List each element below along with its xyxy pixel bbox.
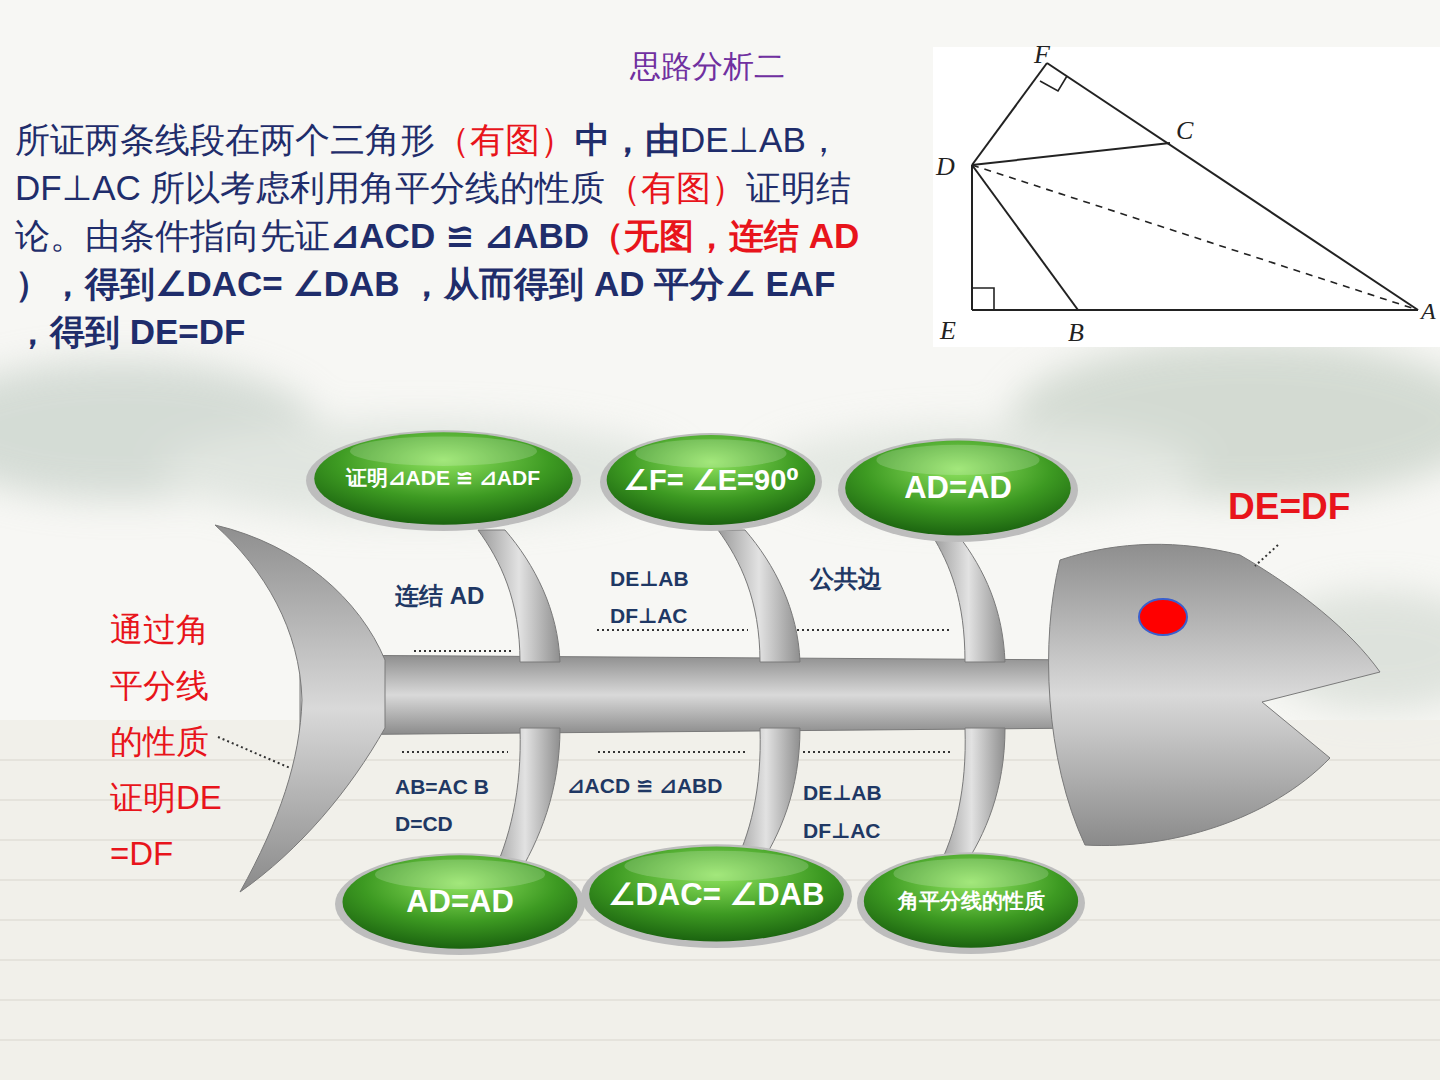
paragraph-segment: （有图） xyxy=(606,168,746,207)
node-text: ∠DAC= ∠DAB xyxy=(608,876,825,913)
ellipse-rim xyxy=(306,430,581,531)
paragraph-segment: 所证两条线段在两个三角形 xyxy=(15,120,435,159)
fish-rib xyxy=(932,535,1005,662)
node-text: 证明⊿ADE ≌ ⊿ADF xyxy=(346,464,540,492)
rule xyxy=(0,1040,1440,1041)
ellipse-fill xyxy=(314,432,573,524)
segment-ea xyxy=(972,309,1418,311)
dotted-rules xyxy=(218,545,1278,768)
node-text: AD=AD xyxy=(904,470,1012,506)
node-text: AD=AD xyxy=(406,884,514,920)
bone-label: DE⊥AB DF⊥AC xyxy=(610,560,705,634)
paragraph-segment: 中，由 xyxy=(575,120,680,159)
point-label: C xyxy=(1176,116,1193,146)
green-ellipse-node: ∠DAC= ∠DAB xyxy=(581,840,852,948)
fish-eye xyxy=(1139,599,1187,635)
green-ellipse-node: 证明⊿ADE ≌ ⊿ADF xyxy=(306,426,581,531)
ellipse-fill xyxy=(343,855,578,948)
paragraph-segment: （无图，连结 AD xyxy=(589,216,859,255)
ellipse-fill xyxy=(607,435,816,525)
figure-lines xyxy=(972,63,1418,310)
ellipse-rim xyxy=(581,844,852,948)
point-label: D xyxy=(936,152,955,182)
node-text-wrap: 角平分线的性质 xyxy=(857,848,1085,954)
segment-db xyxy=(972,165,1078,310)
fish-spine xyxy=(300,655,1090,735)
leader-line xyxy=(218,737,290,768)
point-label: A xyxy=(1421,298,1436,325)
ellipse-highlight xyxy=(636,439,787,468)
green-ellipse-node: ∠F= ∠E=90⁰ xyxy=(600,429,822,531)
point-label: F xyxy=(1034,40,1050,70)
ellipse-rim xyxy=(335,853,585,955)
dotted-rule xyxy=(414,650,512,652)
bone-label: ⊿ACD ≌ ⊿ABD xyxy=(567,774,722,798)
dotted-rule xyxy=(797,629,950,631)
bone-label: DE⊥AB DF⊥AC xyxy=(803,774,898,850)
node-text-wrap: AD=AD xyxy=(838,434,1078,542)
green-ellipse-node: AD=AD xyxy=(335,849,585,955)
fish-head xyxy=(1049,544,1380,845)
node-text-wrap: AD=AD xyxy=(335,849,585,955)
green-ellipse-node: AD=AD xyxy=(838,434,1078,542)
fish-body xyxy=(215,525,1380,892)
ellipse-fill xyxy=(589,846,844,941)
ellipse-rim xyxy=(838,438,1078,542)
fish-tail xyxy=(215,525,385,892)
leader-line xyxy=(1255,545,1278,566)
bone-label: 连结 AD xyxy=(395,580,484,612)
rule xyxy=(0,840,1440,841)
rule xyxy=(0,960,1440,961)
paragraph-segment: ⊿ACD ≌ ⊿ABD xyxy=(330,216,589,255)
paragraph-segment: （有图） xyxy=(435,120,575,159)
slide-title: 思路分析二 xyxy=(630,46,785,88)
node-text-wrap: 证明⊿ADE ≌ ⊿ADF xyxy=(306,426,581,531)
dotted-rule xyxy=(803,751,950,753)
dotted-rule xyxy=(597,629,748,631)
hill xyxy=(760,425,1200,515)
segment-df xyxy=(972,63,1047,165)
node-text: 角平分线的性质 xyxy=(898,887,1045,915)
ellipse-rim xyxy=(857,852,1085,954)
ellipse-fill xyxy=(864,854,1078,947)
green-ellipse-node: 角平分线的性质 xyxy=(857,848,1085,954)
rule xyxy=(0,1000,1440,1001)
dotted-rule xyxy=(402,751,508,753)
point-label: E xyxy=(940,316,956,346)
node-text: ∠F= ∠E=90⁰ xyxy=(623,463,799,497)
dotted-rule xyxy=(598,751,748,753)
right-angle-e xyxy=(972,288,994,310)
conclusion-label: DE=DF xyxy=(1228,486,1350,528)
fish-rib xyxy=(938,728,1005,868)
paragraph-segment: ），得到∠DAC= ∠DAB ，从而得到 AD 平分∠ EAF ，得到 DE=D… xyxy=(15,264,835,351)
ellipse-highlight xyxy=(350,436,537,465)
segment-fa xyxy=(1047,63,1418,310)
node-text-wrap: ∠F= ∠E=90⁰ xyxy=(600,429,822,531)
ellipse-rim xyxy=(600,433,822,531)
segment-da-dashed xyxy=(972,165,1418,310)
segment-dc xyxy=(972,143,1170,165)
fish-rib xyxy=(478,530,560,662)
node-text-wrap: ∠DAC= ∠DAB xyxy=(581,840,852,948)
figure-panel xyxy=(933,47,1440,347)
ellipse-fill xyxy=(845,440,1071,535)
bone-label: AB=AC BD=CD xyxy=(395,768,490,842)
method-note: 通过角平分线的性质证明DE=DF xyxy=(110,602,230,882)
analysis-paragraph: 所证两条线段在两个三角形（有图）中，由DE⊥AB， DF⊥AC 所以考虑利用角平… xyxy=(15,116,865,356)
point-label: B xyxy=(1068,318,1084,348)
right-angle-f xyxy=(1040,76,1067,91)
bone-label: 公共边 xyxy=(810,563,882,595)
ellipse-highlight xyxy=(893,859,1048,889)
fish-rib xyxy=(718,530,800,662)
